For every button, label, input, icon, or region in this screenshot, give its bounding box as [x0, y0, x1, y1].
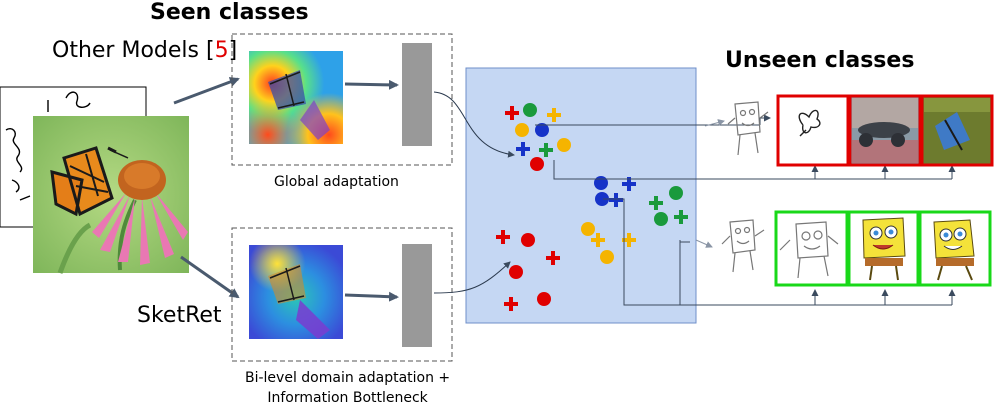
unseen-classes-heading: Unseen classes	[725, 48, 915, 73]
arrow-global-encoder	[344, 79, 399, 90]
cross-marker-photo	[649, 196, 663, 210]
circle-marker-sketch	[600, 250, 614, 264]
query-arrow	[704, 119, 725, 127]
retrieval-lines-sketret	[603, 198, 956, 306]
cross-marker-photo	[505, 106, 519, 120]
query-arrow	[695, 239, 713, 248]
arrow-sketret-encoder	[344, 291, 399, 302]
circle-marker-sketch	[594, 176, 608, 190]
cross-marker-photo	[674, 210, 688, 224]
sketret-label: SketRet	[137, 303, 222, 328]
embedding-points-global	[505, 103, 571, 171]
circle-marker-sketch	[557, 138, 571, 152]
cross-marker-photo	[504, 297, 518, 311]
bilevel-caption-line1: Bi-level domain adaptation +	[245, 370, 451, 386]
attention-heatmap-image	[249, 245, 343, 339]
other-models-close: ]	[228, 38, 238, 63]
cross-marker-photo	[516, 142, 530, 156]
arrow-to-global	[173, 77, 240, 105]
embedding-space	[465, 67, 697, 324]
circle-marker-sketch	[530, 157, 544, 171]
retrieval-results-global	[776, 94, 994, 167]
circle-marker-sketch	[595, 192, 609, 206]
cross-marker-photo	[609, 193, 623, 207]
bilevel-caption-line2: Information Bottleneck	[267, 390, 428, 406]
encoder-block	[402, 43, 432, 146]
other-models-text: Other Models [	[52, 38, 215, 63]
cross-marker-photo	[546, 251, 560, 265]
arrow-to-sketret	[180, 255, 240, 299]
circle-marker-sketch	[515, 123, 529, 137]
cross-marker-photo	[591, 233, 605, 247]
attention-heatmap-image	[249, 51, 343, 144]
circle-marker-sketch	[581, 222, 595, 236]
circle-marker-sketch	[521, 233, 535, 247]
circle-marker-sketch	[535, 123, 549, 137]
circle-marker-sketch	[509, 265, 523, 279]
butterfly-photo-image	[33, 116, 189, 274]
spongebob-sketch-query	[727, 101, 769, 156]
butterfly-sketch-result	[776, 94, 850, 167]
circle-marker-sketch	[537, 292, 551, 306]
bilevel-caption: Bi-level domain adaptation + Information …	[245, 368, 450, 408]
encoder-block	[402, 244, 432, 347]
circle-marker-sketch	[654, 212, 668, 226]
spongebob-sketch-query	[721, 219, 765, 273]
cross-marker-photo	[547, 108, 561, 122]
other-models-label: Other Models [5]	[52, 38, 237, 63]
global-adaptation-caption: Global adaptation	[274, 174, 399, 190]
circle-marker-sketch	[669, 186, 683, 200]
citation-ref: 5	[214, 38, 229, 63]
curve-global-embed	[433, 91, 515, 158]
curve-sketret-embed	[433, 261, 511, 294]
cross-marker-photo	[539, 143, 553, 157]
global-adaptation-box	[231, 33, 453, 166]
seen-classes-heading: Seen classes	[150, 0, 309, 25]
circle-marker-sketch	[523, 103, 537, 117]
retrieval-results-sketret	[774, 210, 992, 287]
cross-marker-photo	[496, 230, 510, 244]
